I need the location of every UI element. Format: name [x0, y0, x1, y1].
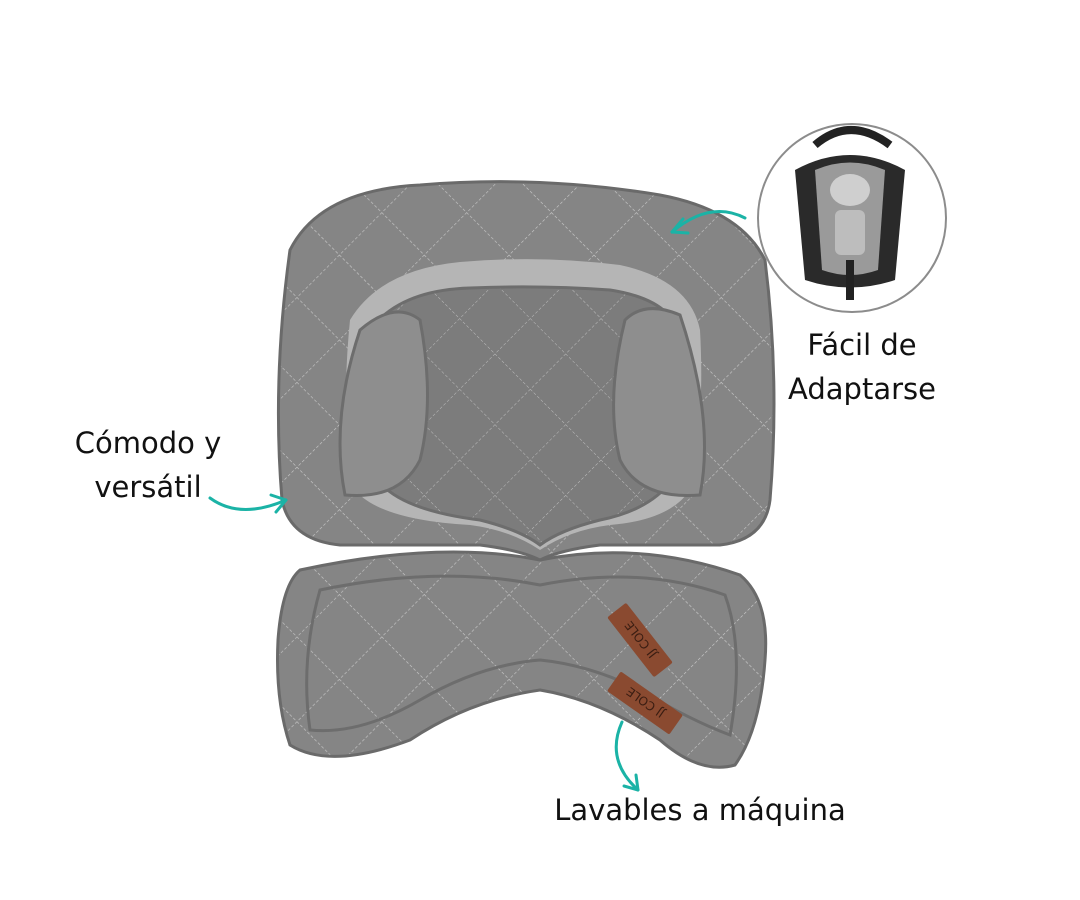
arrow-adapt [670, 210, 747, 234]
label-comfort-line2: versátil [94, 470, 202, 504]
label-washable: Lavables a máquina [554, 793, 846, 827]
car-seat-inset [757, 123, 947, 313]
label-adapt-line2: Adaptarse [788, 372, 936, 406]
label-comfort-line1: Cómodo y [74, 426, 222, 460]
arrow-washable [614, 720, 640, 792]
label-comfort: Cómodo y versátil [48, 421, 248, 509]
label-adapt-line1: Fácil de [807, 328, 917, 362]
body-support [365, 285, 683, 547]
label-adapt: Fácil de Adaptarse [762, 323, 962, 411]
arrow-comfort [208, 496, 288, 511]
